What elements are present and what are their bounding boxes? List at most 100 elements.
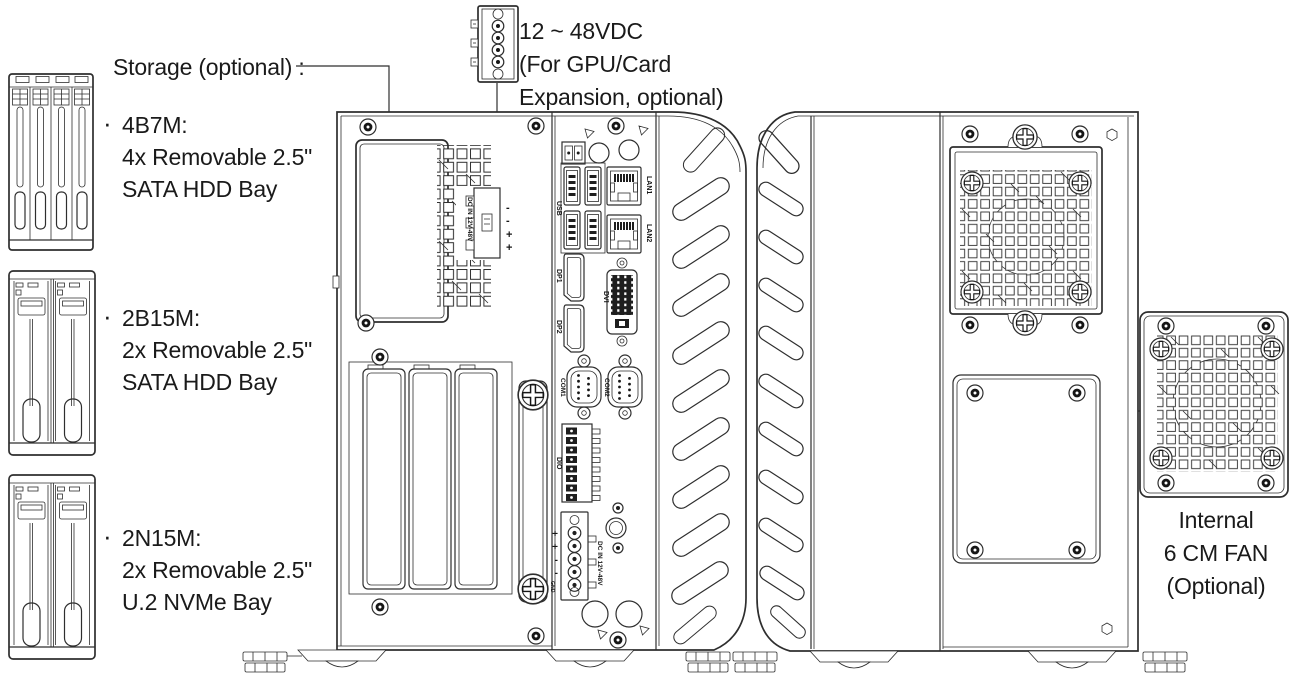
screw — [1157, 317, 1175, 335]
com1-label: COM1 — [559, 378, 566, 397]
polarity-mark: + — [506, 242, 512, 254]
expansion-slots — [348, 361, 513, 595]
screw — [1068, 541, 1086, 559]
storage-option-2b15m: · 2B15M: 2x Removable 2.5" SATA HDD Bay — [103, 301, 313, 398]
rear-fan-grille — [949, 124, 1118, 336]
screw — [966, 384, 984, 402]
gpu-power-line: 12 ~ 48VDC — [519, 18, 643, 44]
dp1-label: DP1 — [555, 269, 562, 283]
screw — [961, 125, 979, 143]
slot-cover — [362, 364, 406, 590]
bullet: · — [103, 521, 112, 551]
slot-cover — [454, 364, 498, 590]
antenna-hole-right — [618, 139, 640, 161]
fan-screw — [1260, 446, 1284, 470]
usb-port — [563, 210, 581, 250]
gpu-power-connector-icon — [470, 5, 519, 83]
screw — [1257, 474, 1275, 492]
storage-option-model: 2B15M: — [122, 305, 201, 331]
screw — [359, 118, 377, 136]
fan-module-drawing — [1139, 311, 1289, 498]
screw — [527, 627, 545, 645]
screw — [357, 314, 375, 332]
dc-in-bottom-label: DC IN 12V-48V — [596, 541, 603, 586]
lan2-label: LAN2 — [645, 224, 652, 242]
slot-cover — [408, 364, 452, 590]
dio-label: DIO — [555, 457, 562, 470]
slot-bracket-bar — [517, 379, 549, 605]
usb-port — [584, 210, 602, 250]
dc-in-terminal: + + - - GND DC IN 12V-48V — [549, 511, 603, 601]
grille-screw — [1068, 280, 1092, 304]
dvi-label: DVI — [602, 291, 609, 303]
dc-in-top-connector: DC IN 12V-48V - - + + — [465, 187, 512, 259]
screw — [1071, 125, 1089, 143]
storage-option-4b7m: · 4B7M: 4x Removable 2.5" SATA HDD Bay — [103, 108, 313, 205]
lan1-label: LAN1 — [645, 176, 652, 194]
mount-foot — [297, 649, 387, 668]
status-leds — [605, 502, 627, 554]
usb-label: USB — [555, 201, 562, 216]
storage-option-desc: 2x Removable 2.5" — [122, 337, 313, 363]
io-panel: USB LAN1 LAN2 DP1 DP2 — [549, 125, 652, 640]
storage-header-text: Storage (optional) : — [113, 54, 305, 80]
usb-port — [584, 166, 602, 206]
dvi-port: DVI — [602, 257, 638, 347]
dp1-port: DP1 — [555, 253, 585, 302]
fan-label-line: 6 CM FAN — [1163, 540, 1269, 566]
mount-foot — [545, 649, 635, 668]
mount-wing — [1142, 651, 1188, 673]
grille-screw — [960, 280, 984, 304]
screw — [961, 316, 979, 334]
storage-cover-panel — [355, 139, 449, 323]
storage-option-desc: 2x Removable 2.5" — [122, 557, 313, 583]
storage-option-desc: SATA HDD Bay — [122, 369, 278, 395]
bracket-screw — [517, 379, 549, 411]
dp2-port: DP2 — [555, 304, 585, 353]
polarity-mark: + — [552, 529, 558, 540]
storage-option-desc: 4x Removable 2.5" — [122, 144, 313, 170]
screw — [966, 541, 984, 559]
com2-label: COM2 — [603, 378, 610, 397]
storage-option-model: 4B7M: — [122, 112, 188, 138]
fan-screw — [1149, 446, 1173, 470]
fan-screw — [1260, 337, 1284, 361]
storage-option-2n15m: · 2N15M: 2x Removable 2.5" U.2 NVMe Bay — [103, 521, 313, 618]
mount-wing — [685, 651, 731, 673]
gpu-power-line: (For GPU/Card — [519, 51, 672, 77]
polarity-mark: - — [506, 202, 510, 214]
com2-port: COM2 — [603, 354, 643, 420]
fan-screw — [1149, 337, 1173, 361]
mount-foot — [809, 650, 899, 669]
screw — [609, 631, 627, 649]
fan-label-line: Internal — [1178, 507, 1254, 533]
storage-option-desc: SATA HDD Bay — [122, 176, 278, 202]
bay4-trays — [12, 88, 90, 230]
mounting-feet — [242, 649, 1188, 673]
power-switch-connector — [561, 141, 586, 165]
dp2-label: DP2 — [555, 320, 562, 334]
storage-drawing-2n15m — [8, 474, 96, 660]
hex-nut-icon — [1101, 622, 1113, 636]
hex-nut-icon — [1106, 128, 1118, 142]
polarity-mark: - — [555, 568, 558, 579]
polarity-mark: - — [555, 555, 558, 566]
internal-fan-label: Internal 6 CM FAN (Optional) — [1140, 504, 1292, 603]
storage-option-desc: U.2 NVMe Bay — [122, 589, 272, 615]
screw — [1071, 316, 1089, 334]
polarity-mark: + — [506, 229, 512, 241]
screw — [371, 348, 389, 366]
polarity-mark: + — [552, 542, 558, 553]
bracket-screw — [517, 573, 549, 605]
gpu-power-label: 12 ~ 48VDC (For GPU/Card Expansion, opti… — [519, 15, 724, 114]
storage-drawing-2b15m — [8, 270, 96, 456]
mount-wing — [242, 651, 288, 673]
screw — [607, 117, 625, 135]
usb-ports: USB — [555, 162, 606, 254]
dio-terminal: DIO — [555, 423, 601, 503]
panel-screw — [1012, 124, 1038, 150]
storage-header-label: Storage (optional) : — [113, 51, 305, 83]
fan-label-line: (Optional) — [1166, 573, 1266, 599]
